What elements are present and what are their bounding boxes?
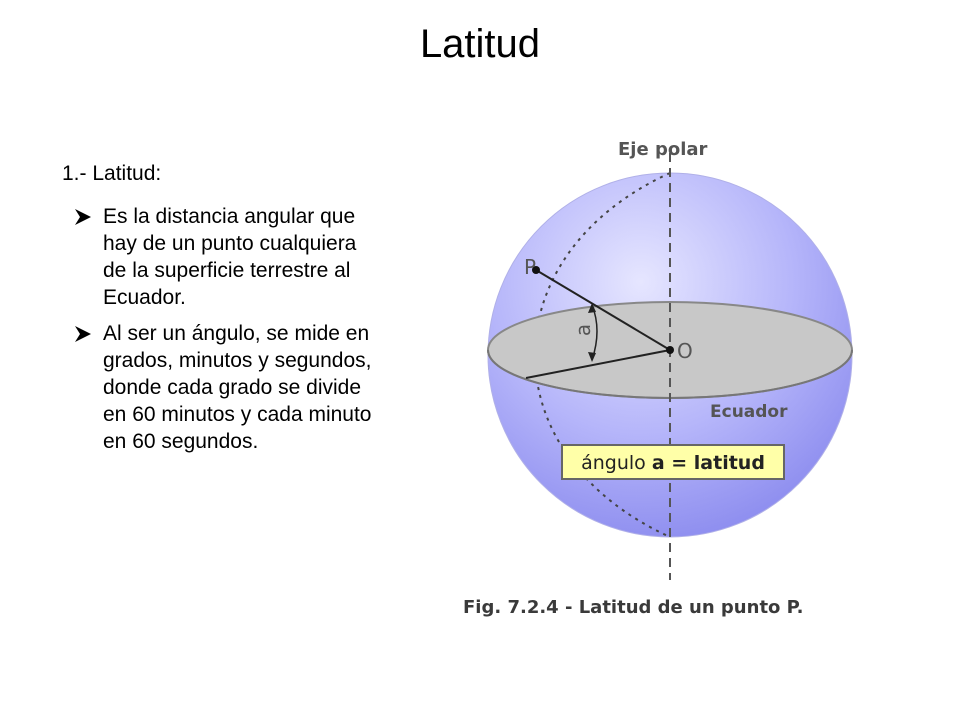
bullet-text: Es la distancia angular que hay de un pu… [103, 205, 357, 309]
meridian-line [534, 172, 671, 538]
axis-label: Eje polar [618, 139, 708, 160]
bullet-list: Es la distancia angular que hay de un pu… [74, 203, 384, 464]
point-p-label: P [524, 255, 536, 279]
point-p-dot [532, 266, 540, 274]
bullet-item: Es la distancia angular que hay de un pu… [74, 203, 384, 311]
center-label: O [677, 339, 693, 363]
angle-arrow-up-icon [588, 303, 596, 313]
arrowhead-bullet-icon [74, 325, 92, 343]
bullet-item: Al ser un ángulo, se mide en grados, min… [74, 320, 384, 455]
slide-title: Latitud [419, 22, 541, 66]
section-heading: 1.- Latitud: [62, 162, 162, 185]
angle-definition-bold: a = latitud [652, 452, 765, 474]
angle-label: a [571, 324, 595, 336]
radius-to-p [535, 269, 671, 351]
angle-definition-text: ángulo a = latitud [581, 452, 765, 474]
latitude-figure: Eje polar P O a Ecuador ángulo a = latit… [430, 125, 910, 625]
point-o-dot [666, 346, 674, 354]
angle-definition-box [561, 444, 785, 480]
bullet-text: Al ser un ángulo, se mide en grados, min… [103, 322, 372, 453]
equator-label: Ecuador [710, 402, 788, 422]
angle-arrow-down-icon [588, 352, 596, 362]
angle-definition-prefix: ángulo [581, 452, 652, 474]
radius-to-equator [525, 349, 671, 379]
arrowhead-bullet-icon [74, 208, 92, 226]
figure-caption: Fig. 7.2.4 - Latitud de un punto P. [463, 597, 803, 618]
